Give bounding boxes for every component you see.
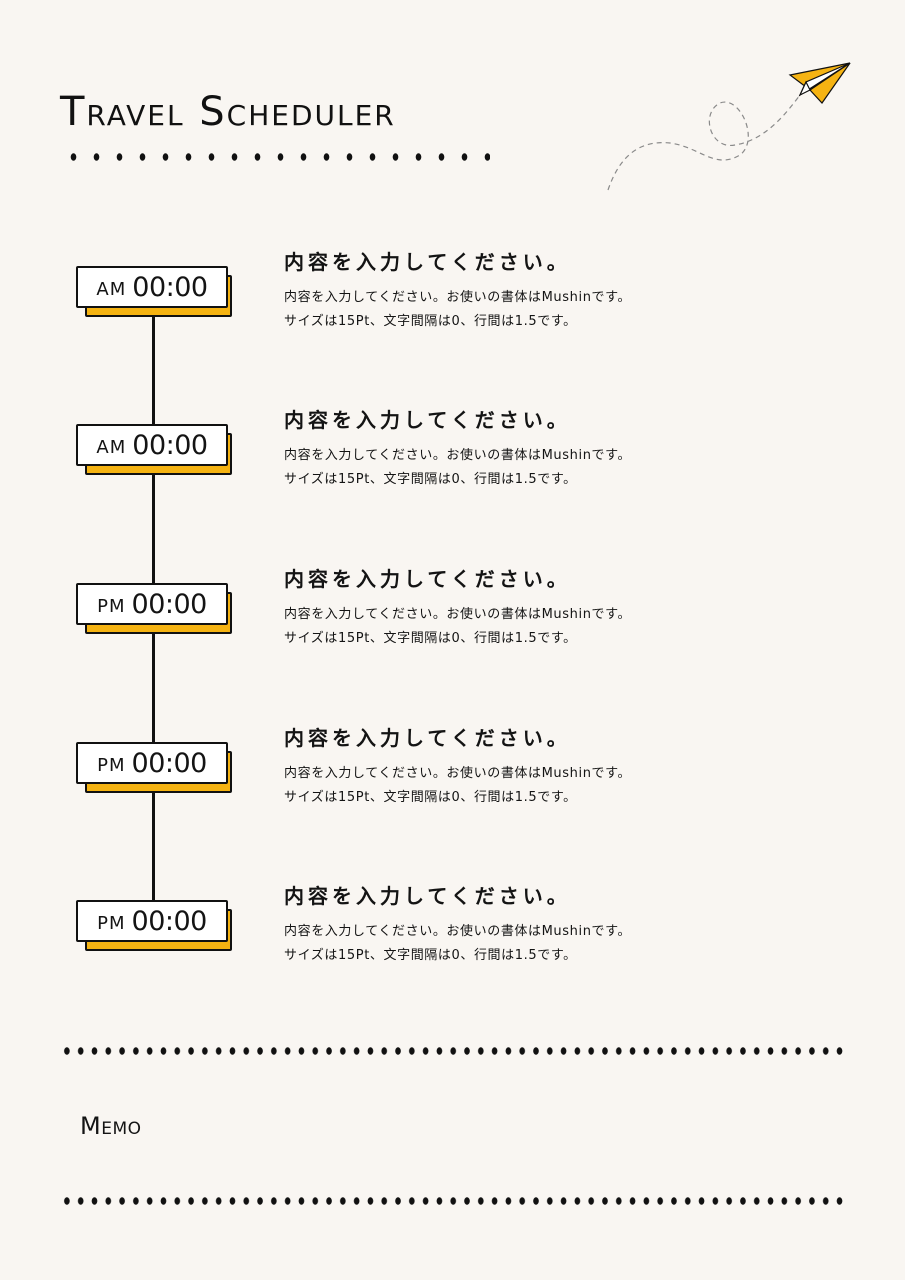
time-tag: AM 00:00 bbox=[76, 424, 232, 475]
time-value: 00:00 bbox=[132, 429, 208, 461]
entry-body-line: 内容を入力してください。お使いの書体はMushinです。 bbox=[284, 290, 632, 305]
entry-heading: 内容を入力してください。 bbox=[284, 726, 571, 750]
page-title: Travel Scheduler bbox=[60, 89, 396, 135]
time-tag: PM 00:00 bbox=[76, 742, 232, 793]
entry-body-line: 内容を入力してください。お使いの書体はMushinです。 bbox=[284, 766, 632, 781]
entry-body-line: 内容を入力してください。お使いの書体はMushinです。 bbox=[284, 607, 632, 622]
time-period: PM bbox=[97, 912, 126, 934]
time-value: 00:00 bbox=[132, 271, 208, 303]
memo-label: Memo bbox=[80, 1112, 142, 1140]
entry-body: 内容を入力してください。お使いの書体はMushinです。 サイズは15Pt、文字… bbox=[284, 920, 744, 968]
time-value: 00:00 bbox=[131, 747, 208, 779]
title-dotted-divider bbox=[62, 152, 490, 162]
entry-body-line: サイズは15Pt、文字間隔は0、行間は1.5です。 bbox=[284, 314, 577, 329]
entry-body-line: 内容を入力してください。お使いの書体はMushinです。 bbox=[284, 448, 632, 463]
entry-heading: 内容を入力してください。 bbox=[284, 567, 571, 591]
entry-body-line: サイズは15Pt、文字間隔は0、行間は1.5です。 bbox=[284, 948, 577, 963]
entry-body-line: 内容を入力してください。お使いの書体はMushinです。 bbox=[284, 924, 632, 939]
entry-body-line: サイズは15Pt、文字間隔は0、行間は1.5です。 bbox=[284, 790, 577, 805]
schedule-entry: 内容を入力してください。 内容を入力してください。お使いの書体はMushinです… bbox=[284, 882, 744, 968]
paper-airplane-icon bbox=[607, 62, 851, 191]
time-period: PM bbox=[97, 595, 126, 617]
entry-heading: 内容を入力してください。 bbox=[284, 884, 571, 908]
schedule-entry: 内容を入力してください。 内容を入力してください。お使いの書体はMushinです… bbox=[284, 565, 744, 651]
time-tag: PM 00:00 bbox=[76, 900, 232, 951]
memo-top-divider bbox=[60, 1046, 846, 1056]
entry-body: 内容を入力してください。お使いの書体はMushinです。 サイズは15Pt、文字… bbox=[284, 603, 744, 651]
entry-heading: 内容を入力してください。 bbox=[284, 250, 571, 274]
time-period: AM bbox=[96, 278, 127, 300]
entry-body-line: サイズは15Pt、文字間隔は0、行間は1.5です。 bbox=[284, 472, 577, 487]
entry-body: 内容を入力してください。お使いの書体はMushinです。 サイズは15Pt、文字… bbox=[284, 444, 744, 492]
time-tag: AM 00:00 bbox=[76, 266, 232, 317]
schedule-entry: 内容を入力してください。 内容を入力してください。お使いの書体はMushinです… bbox=[284, 724, 744, 810]
entry-heading: 内容を入力してください。 bbox=[284, 408, 571, 432]
entry-body: 内容を入力してください。お使いの書体はMushinです。 サイズは15Pt、文字… bbox=[284, 762, 744, 810]
entry-body: 内容を入力してください。お使いの書体はMushinです。 サイズは15Pt、文字… bbox=[284, 286, 744, 334]
time-period: AM bbox=[96, 436, 127, 458]
entry-body-line: サイズは15Pt、文字間隔は0、行間は1.5です。 bbox=[284, 631, 577, 646]
time-value: 00:00 bbox=[131, 588, 208, 620]
memo-bottom-divider bbox=[60, 1196, 846, 1206]
schedule-entry: 内容を入力してください。 内容を入力してください。お使いの書体はMushinです… bbox=[284, 406, 744, 492]
time-period: PM bbox=[97, 754, 126, 776]
time-tag: PM 00:00 bbox=[76, 583, 232, 634]
time-value: 00:00 bbox=[131, 905, 208, 937]
schedule-entry: 内容を入力してください。 内容を入力してください。お使いの書体はMushinです… bbox=[284, 248, 744, 334]
